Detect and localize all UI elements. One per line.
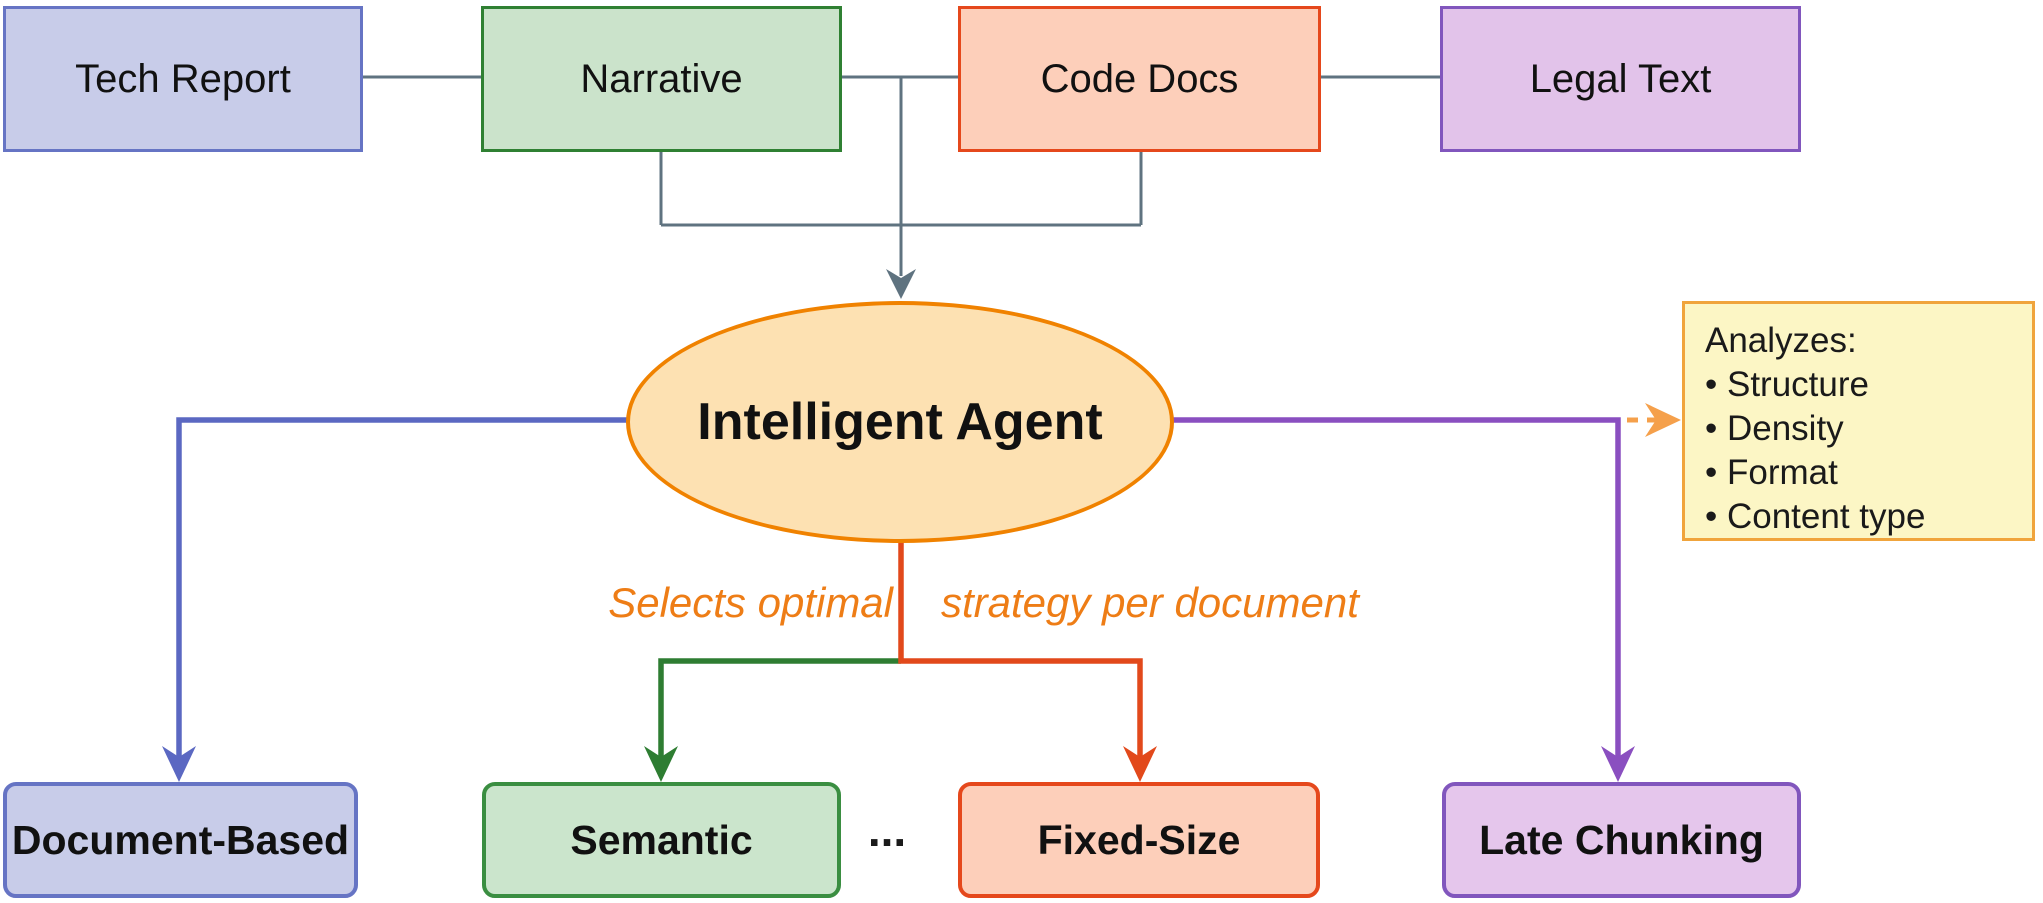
green-arrowhead xyxy=(644,746,678,782)
node-document-based: Document-Based xyxy=(3,782,358,898)
red-edge xyxy=(898,542,1143,759)
node-fixed-size: Fixed-Size xyxy=(958,782,1320,898)
node-legal-text-label: Legal Text xyxy=(1529,56,1712,101)
node-legal-text: Legal Text xyxy=(1440,6,1801,152)
dashed-orange-arrowhead xyxy=(1645,403,1681,437)
purple-edge xyxy=(1173,417,1621,759)
gray-connectors xyxy=(363,75,1440,276)
node-narrative-label: Narrative xyxy=(580,56,743,101)
gray-arrowhead xyxy=(886,269,916,299)
red-arrowhead xyxy=(1123,746,1157,782)
purple-arrowhead xyxy=(1601,746,1635,782)
note-item: • Format xyxy=(1705,453,1838,492)
node-late-chunking: Late Chunking xyxy=(1442,782,1801,898)
green-edge xyxy=(658,658,901,759)
node-document-based-label: Document-Based xyxy=(11,816,350,863)
blue-arrowhead xyxy=(162,746,196,782)
node-semantic: Semantic xyxy=(482,782,841,898)
agent-label: Intelligent Agent xyxy=(697,393,1103,451)
node-tech-report: Tech Report xyxy=(3,6,363,152)
agent-ellipse: Intelligent Agent xyxy=(626,301,1174,543)
note-box: Analyzes: • Structure • Density • Format… xyxy=(1682,301,2035,541)
note-item: • Structure xyxy=(1705,365,1869,404)
node-narrative: Narrative xyxy=(481,6,842,152)
edge-label-left: Selects optimal xyxy=(608,579,893,626)
node-late-chunking-label: Late Chunking xyxy=(1479,816,1764,863)
note-item: • Density xyxy=(1705,409,1844,448)
node-fixed-size-label: Fixed-Size xyxy=(1037,816,1241,863)
ellipsis-label: ... xyxy=(867,804,907,856)
blue-edge xyxy=(176,417,627,759)
node-code-docs: Code Docs xyxy=(958,6,1321,152)
note-item: • Content type xyxy=(1705,497,1926,536)
edge-label-right: strategy per document xyxy=(941,579,1359,626)
note-title: Analyzes: xyxy=(1705,321,1857,360)
node-code-docs-label: Code Docs xyxy=(1040,56,1239,101)
node-tech-report-label: Tech Report xyxy=(75,56,291,101)
node-semantic-label: Semantic xyxy=(570,816,753,863)
